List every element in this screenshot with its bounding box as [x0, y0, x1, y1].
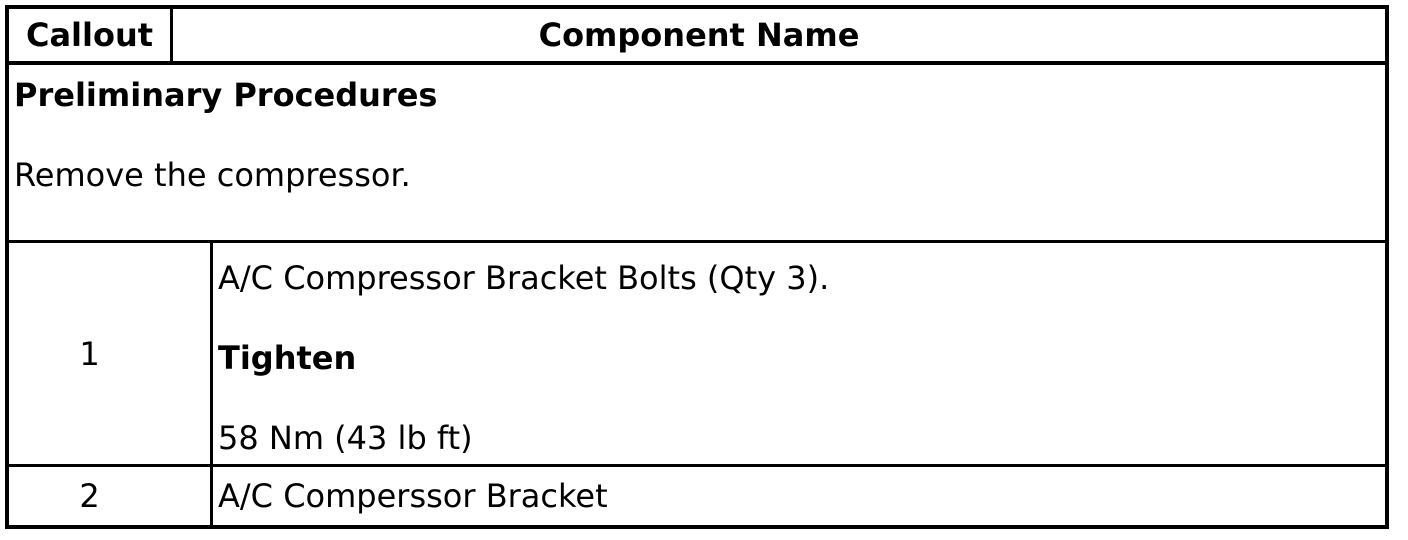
preliminary-procedures-title: Preliminary Procedures	[14, 76, 438, 114]
callout-number: 2	[9, 467, 213, 525]
preliminary-instruction: Remove the compressor.	[14, 156, 411, 194]
component-description: A/C Compressor Bracket Bolts (Qty 3).	[218, 259, 830, 297]
callout-number: 1	[9, 243, 213, 464]
table-row-callout-2: 2 A/C Comperssor Bracket	[9, 467, 1385, 525]
torque-spec: 58 Nm (43 lb ft)	[218, 419, 473, 457]
table-header-row: Callout Component Name	[9, 9, 1385, 65]
component-description: A/C Comperssor Bracket	[218, 477, 608, 515]
table-row-callout-1: 1 A/C Compressor Bracket Bolts (Qty 3). …	[9, 243, 1385, 467]
preliminary-procedures-cell: Preliminary Procedures Remove the compre…	[9, 65, 1385, 240]
component-cell: A/C Comperssor Bracket	[213, 467, 1385, 525]
preliminary-procedures-row: Preliminary Procedures Remove the compre…	[9, 65, 1385, 243]
callout-column-header: Callout	[9, 9, 173, 61]
component-callout-table: Callout Component Name Preliminary Proce…	[5, 5, 1389, 529]
tighten-label: Tighten	[218, 339, 357, 377]
component-name-column-header: Component Name	[538, 16, 860, 54]
component-cell: A/C Compressor Bracket Bolts (Qty 3). Ti…	[213, 243, 1385, 464]
